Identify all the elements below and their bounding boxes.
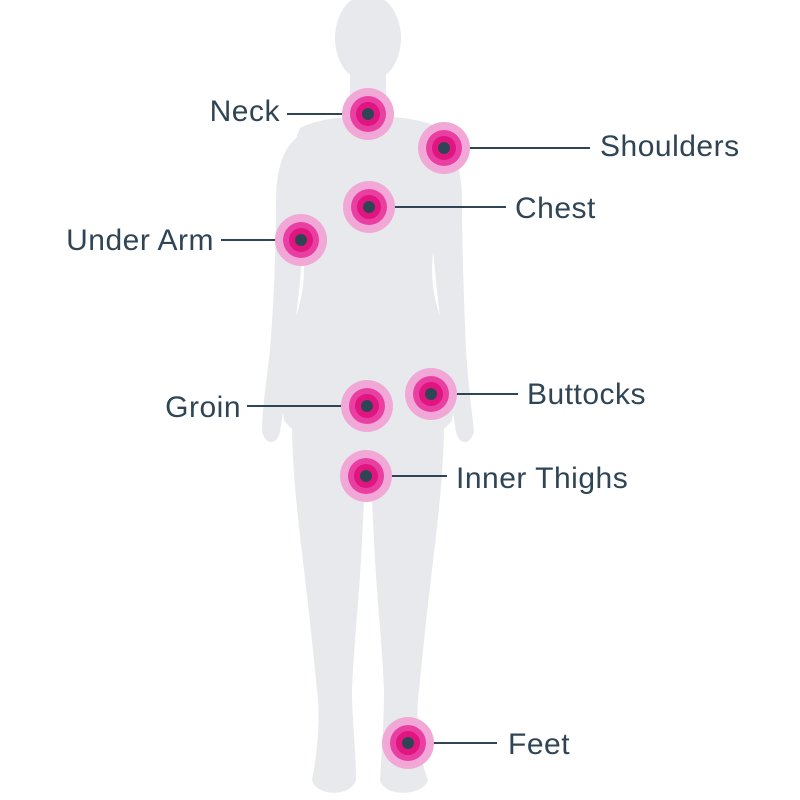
label-buttocks: Buttocks <box>527 378 646 411</box>
marker-feet <box>382 717 434 769</box>
marker-center-dot <box>425 388 437 400</box>
marker-center-dot <box>363 201 375 213</box>
marker-center-dot <box>402 737 414 749</box>
marker-groin <box>341 380 393 432</box>
marker-neck <box>342 88 394 140</box>
human-silhouette <box>262 0 474 793</box>
silhouette-right-arm <box>430 132 474 443</box>
label-shoulders: Shoulders <box>600 130 740 163</box>
marker-shoulders <box>418 122 470 174</box>
marker-center-dot <box>361 400 373 412</box>
marker-center-dot <box>438 142 450 154</box>
silhouette-left-arm <box>262 132 306 443</box>
label-inner-thighs: Inner Thighs <box>456 462 628 495</box>
marker-buttocks <box>405 368 457 420</box>
marker-inner-thighs <box>340 450 392 502</box>
silhouette-right-leg <box>368 420 444 793</box>
region-labels: Neck Shoulders Chest Under Arm Groin But… <box>66 95 739 761</box>
silhouette-left-leg <box>292 420 368 793</box>
label-neck: Neck <box>210 95 281 128</box>
marker-center-dot <box>362 108 374 120</box>
label-feet: Feet <box>508 728 570 761</box>
label-under-arm: Under Arm <box>66 224 214 257</box>
region-markers <box>275 88 470 769</box>
label-groin: Groin <box>165 391 241 424</box>
silhouette-head <box>335 0 401 82</box>
marker-center-dot <box>295 234 307 246</box>
silhouette-torso <box>281 116 455 445</box>
label-chest: Chest <box>515 192 596 225</box>
marker-under-arm <box>275 214 327 266</box>
marker-chest <box>343 181 395 233</box>
marker-center-dot <box>360 470 372 482</box>
